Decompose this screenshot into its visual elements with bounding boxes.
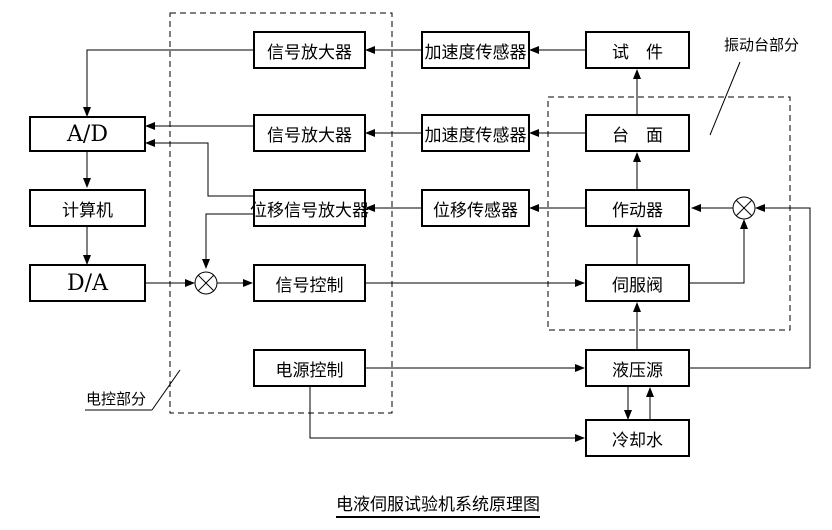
- diagram-title: 电液伺服试验机系统原理图: [336, 490, 540, 518]
- ad-converter-block: A/D: [29, 116, 146, 152]
- accelerometer-2-block: 加速度传感器: [421, 114, 530, 152]
- electric-control-region: [169, 12, 393, 414]
- displacement-sensor-block: 位移传感器: [421, 189, 530, 227]
- signal-control-block: 信号控制: [253, 264, 366, 302]
- summing-junction-right-cross-b: [735, 199, 753, 217]
- arrow-amp1-to-ad: [83, 49, 253, 117]
- arrow-dispamp-to-summer: [202, 213, 253, 269]
- specimen-block: 试 件: [585, 31, 690, 69]
- signal-amplifier-1-block: 信号放大器: [253, 31, 366, 69]
- hydraulic-source-block: 液压源: [585, 349, 690, 387]
- vibration-table-region: [547, 96, 791, 331]
- electric-label-leader-diag: [151, 369, 181, 411]
- computer-block: 计算机: [29, 189, 146, 227]
- actuator-block: 作动器: [585, 189, 690, 227]
- signal-amplifier-2-block: 信号放大器: [253, 114, 366, 152]
- table-surface-block: 台 面: [585, 114, 690, 152]
- da-converter-block: D/A: [29, 264, 146, 302]
- arrow-powerctrl-to-cooling: [309, 387, 585, 442]
- vibration-table-label: 振动台部分: [724, 36, 800, 54]
- arrow-dispamp-to-ad: [145, 139, 253, 197]
- electric-control-label: 电控部分: [86, 390, 147, 408]
- servo-valve-block: 伺服阀: [585, 264, 690, 302]
- cooling-water-block: 冷却水: [585, 419, 690, 457]
- accelerometer-1-block: 加速度传感器: [421, 31, 530, 69]
- arrow-hydraulic-to-summer: [690, 204, 811, 369]
- power-control-block: 电源控制: [253, 349, 366, 387]
- arrow-servo-to-summer: [690, 219, 748, 284]
- displacement-amplifier-block: 位移信号放大器: [250, 189, 369, 227]
- summing-junction-left-cross-b: [197, 274, 215, 292]
- vibration-label-leader: [709, 61, 741, 136]
